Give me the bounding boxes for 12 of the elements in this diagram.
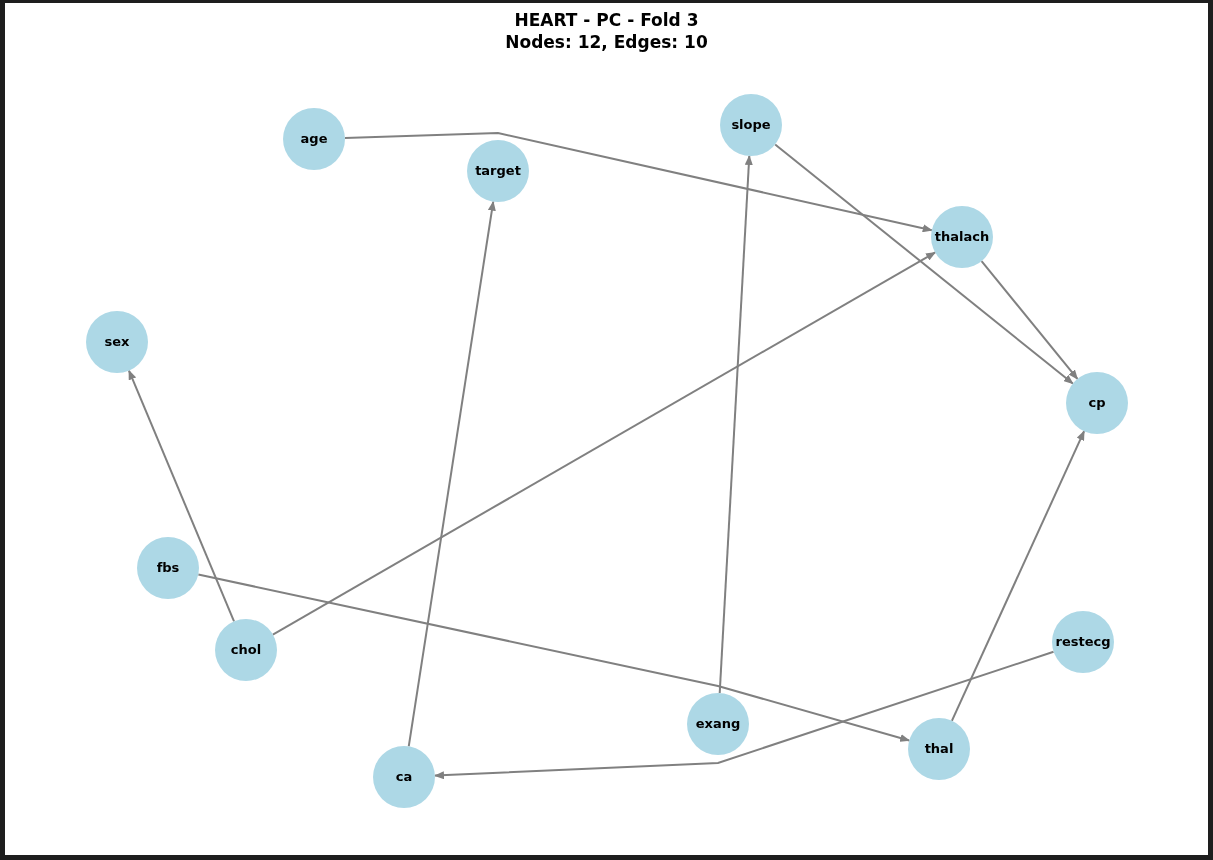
arrow [344, 132, 933, 233]
arrow [950, 430, 1086, 722]
arrow [433, 650, 1055, 780]
arrow [774, 143, 1074, 385]
arrow [197, 573, 911, 742]
arrow [407, 200, 496, 748]
subtitle: Nodes: 12, Edges: 10 [505, 31, 708, 53]
arrow [718, 154, 753, 695]
arrow [980, 260, 1079, 380]
arrow [127, 369, 235, 623]
diagram-title: HEART - PC - Fold 3 [514, 9, 699, 31]
arrow [271, 251, 937, 636]
